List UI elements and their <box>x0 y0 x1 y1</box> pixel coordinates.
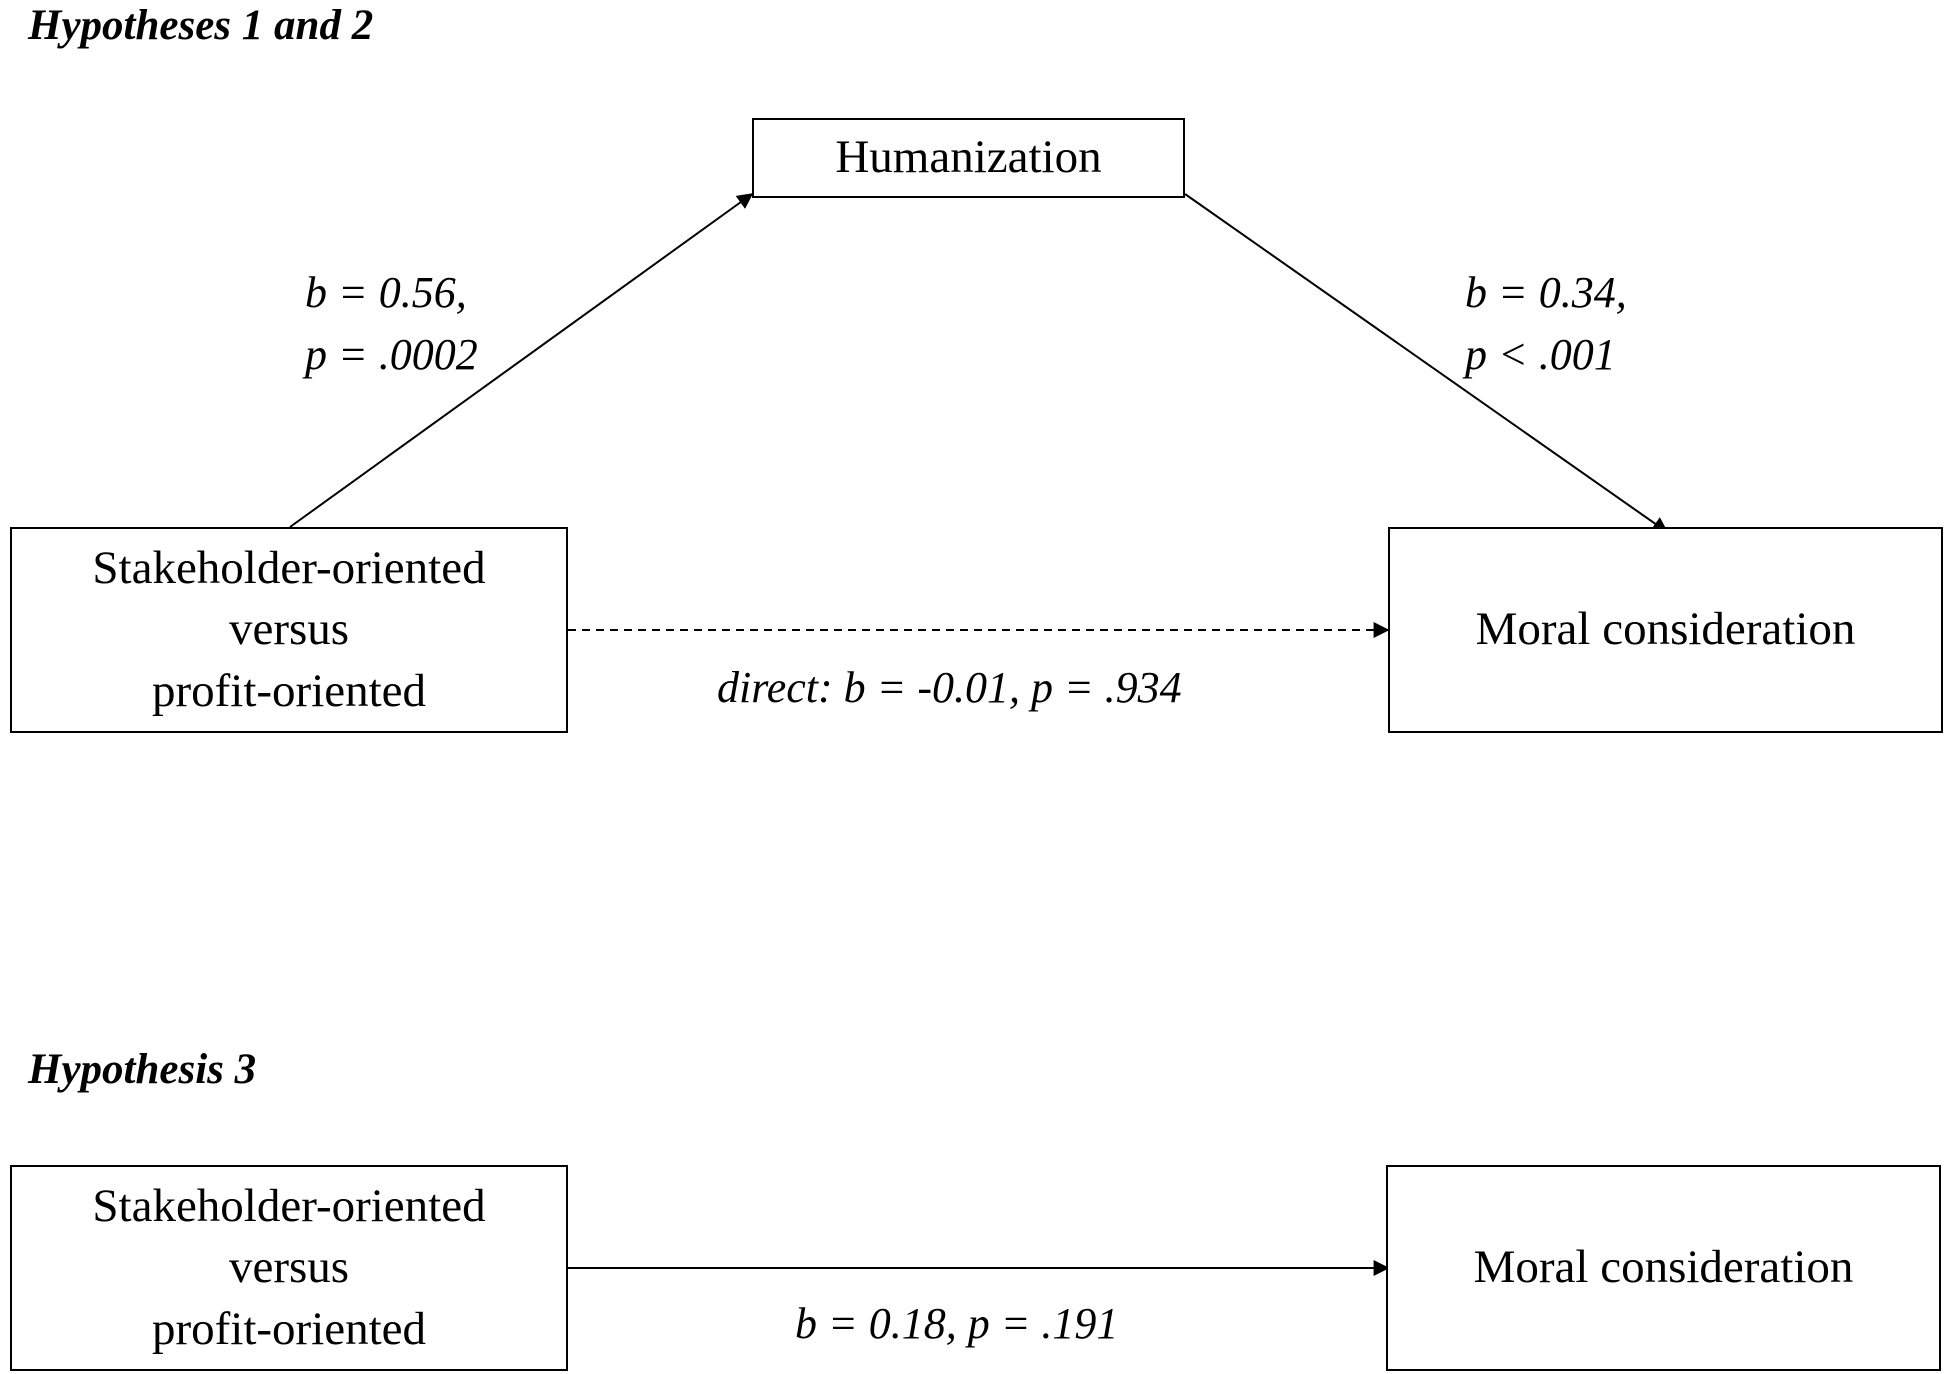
h3-outcome-label: Moral consideration <box>1473 1241 1854 1294</box>
predictor-line2: versus <box>228 603 350 656</box>
outcome-label: Moral consideration <box>1475 603 1856 656</box>
h3-outcome-box: Moral consideration <box>1386 1165 1941 1371</box>
h3-predictor-line2: versus <box>228 1241 350 1294</box>
path-b-b: b = 0.34, <box>1465 268 1627 317</box>
total-path-coefficient: b = 0.18, p = .191 <box>795 1299 1119 1348</box>
predictor-box: Stakeholder-oriented versus profit-orien… <box>10 527 568 733</box>
mediator-box: Humanization <box>752 118 1185 198</box>
h3-predictor-box: Stakeholder-oriented versus profit-orien… <box>10 1165 568 1371</box>
panel1-heading: Hypotheses 1 and 2 <box>28 2 374 49</box>
predictor-line3: profit-oriented <box>151 664 427 717</box>
path-a-coefficient: b = 0.56, p = .0002 <box>305 262 478 385</box>
direct-path-coefficient: direct: b = -0.01, p = .934 <box>717 663 1182 712</box>
mediator-label: Humanization <box>835 131 1102 184</box>
path-b-p: p < .001 <box>1465 329 1616 379</box>
h3-predictor-line3: profit-oriented <box>151 1302 427 1355</box>
path-a-arrow <box>289 193 754 528</box>
path-b-coefficient: b = 0.34, p < .001 <box>1465 262 1627 385</box>
path-a-p: p = .0002 <box>305 329 478 379</box>
panel2-heading: Hypothesis 3 <box>28 1046 257 1093</box>
predictor-line1: Stakeholder-oriented <box>92 542 486 595</box>
outcome-box: Moral consideration <box>1388 527 1943 733</box>
path-b-arrow <box>1184 193 1669 533</box>
h3-predictor-line1: Stakeholder-oriented <box>92 1180 486 1233</box>
path-a-b: b = 0.56, <box>305 268 467 317</box>
